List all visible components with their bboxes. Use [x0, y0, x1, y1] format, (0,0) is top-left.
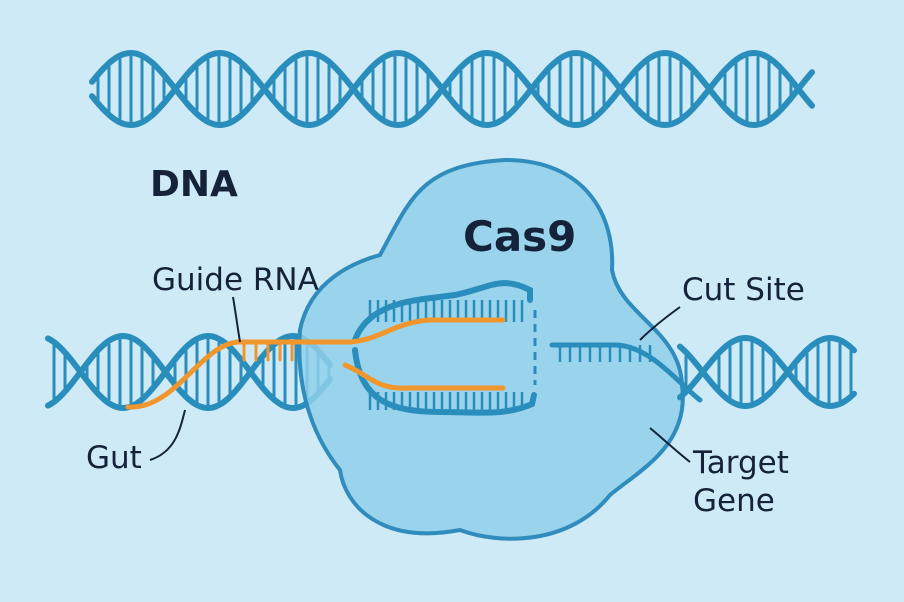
target-gene-label: Target Gene	[693, 444, 789, 520]
guide-rna-upper	[125, 317, 506, 410]
top-dna-strand-a	[89, 49, 815, 129]
inner-dna-top-strand	[352, 280, 533, 343]
gut-leader	[149, 409, 186, 461]
target-dna-strand-inner	[549, 342, 703, 403]
right-dna-strand-b	[677, 334, 857, 410]
left-dna-strand-a	[45, 332, 333, 412]
target-gene-label-line1: Target	[693, 445, 789, 481]
dna-helix-left	[45, 332, 333, 412]
gut-label: Gut	[86, 440, 142, 476]
target-gene-label-line2: Gene	[693, 483, 775, 519]
dna-double-helix-top	[89, 49, 815, 129]
left-dna-strand-b	[45, 332, 333, 412]
label-leader-lines	[149, 296, 691, 463]
right-dna-strand-a	[677, 334, 857, 410]
cas9-label: Cas9	[463, 212, 577, 261]
guide-rna-label: Guide RNA	[152, 262, 319, 298]
target-dna-right	[549, 334, 857, 410]
inner-dna-bottom-strand	[352, 347, 537, 416]
guide-rna-strand	[125, 317, 506, 410]
target-gene-leader	[649, 427, 691, 463]
cut-site-leader	[639, 306, 681, 341]
cut-site-label: Cut Site	[682, 272, 805, 308]
dna-label: DNA	[150, 164, 238, 205]
guide-rna-lower	[342, 362, 506, 391]
top-dna-strand-b	[89, 49, 815, 129]
guide-rna-leader	[232, 296, 241, 343]
